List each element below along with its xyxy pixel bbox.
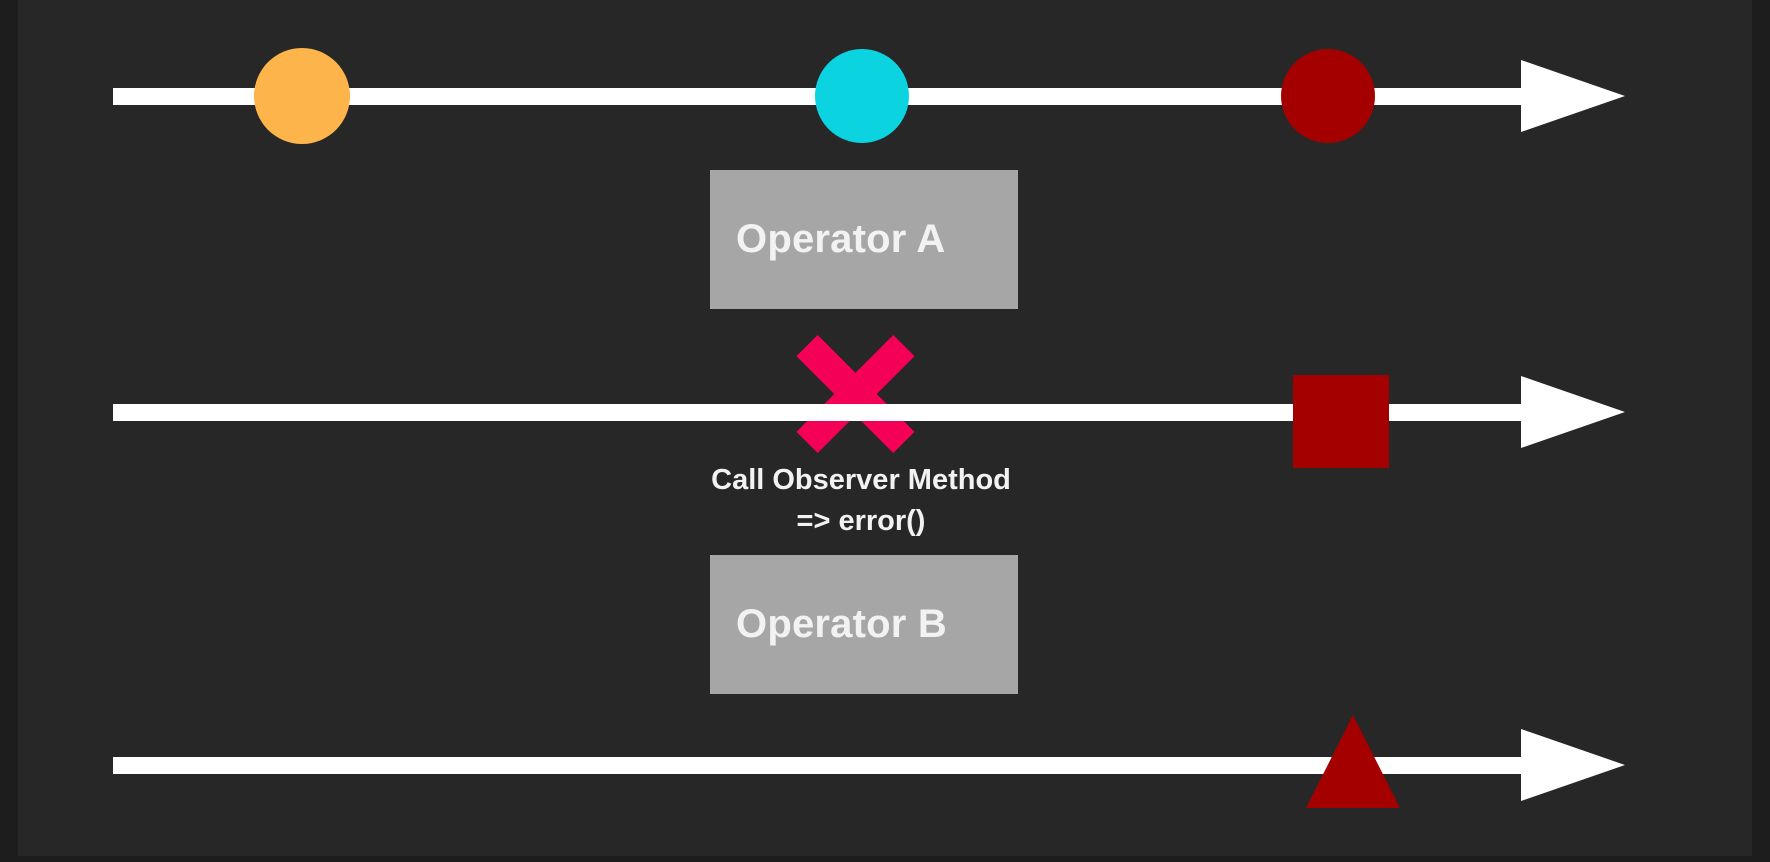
operator-box-a[interactable]: Operator A [710, 170, 1018, 309]
event-marble-next-orange[interactable] [254, 48, 350, 144]
error-annotation: Call Observer Method => error() [561, 460, 1161, 542]
timeline-line-2 [113, 404, 1521, 421]
operator-box-a-label: Operator A [736, 217, 946, 261]
timeline-arrowhead-3 [1521, 729, 1625, 801]
timeline-arrowhead-1 [1521, 60, 1625, 132]
error-x-icon [795, 334, 915, 453]
event-marble-error-circle[interactable] [1281, 49, 1375, 143]
error-annotation-line-2: => error() [796, 505, 926, 537]
event-marble-error-triangle[interactable] [1306, 715, 1400, 808]
timeline-line-3 [113, 757, 1521, 774]
operator-box-b-label: Operator B [736, 602, 947, 646]
event-marble-error-square[interactable] [1293, 375, 1389, 468]
event-marble-next-cyan[interactable] [815, 49, 909, 143]
error-annotation-line-1: Call Observer Method [711, 464, 1011, 496]
timeline-arrowhead-2 [1521, 376, 1625, 448]
operator-box-b[interactable]: Operator B [710, 555, 1018, 694]
